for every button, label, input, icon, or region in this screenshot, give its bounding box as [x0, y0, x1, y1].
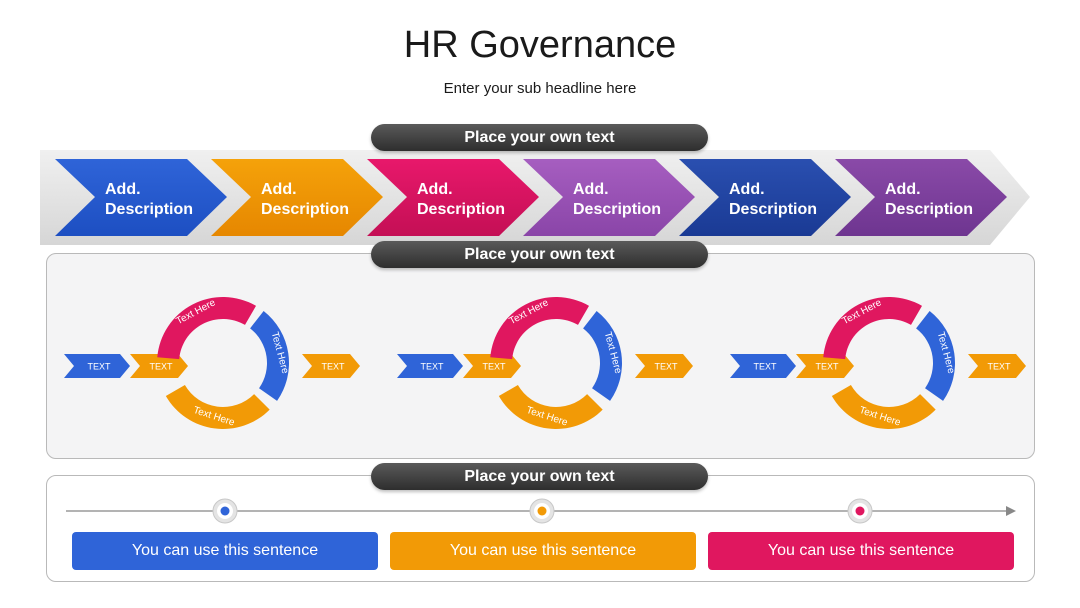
cycle-output — [302, 354, 360, 378]
section-pill-2: Place your own text — [371, 241, 708, 268]
cycle-input-1-label: TEXT — [420, 362, 444, 372]
chevron-step-description: Description — [261, 201, 349, 218]
chevron-process: Add. Description Add. Description Add. Descri… — [40, 150, 1030, 245]
chevron-step-2 — [211, 159, 383, 236]
chevron-step-label: Add. — [729, 181, 765, 198]
page-subtitle: Enter your sub headline here — [443, 80, 637, 97]
chevron-step-description: Description — [573, 201, 661, 218]
chevron-step-label: Add. — [261, 181, 297, 198]
chevron-step-6 — [835, 159, 1007, 236]
timeline-marker-dot — [537, 506, 547, 516]
cycle-input-2-label: TEXT — [149, 362, 173, 372]
timeline-sentence-3: You can use this sentence — [708, 532, 1014, 570]
chevron-step-3 — [367, 159, 539, 236]
cycle-input-1-label: TEXT — [753, 362, 777, 372]
chevron-step-4 — [523, 159, 695, 236]
cycle-input-1 — [397, 354, 463, 378]
cycle-segment-right — [916, 310, 955, 401]
cycle-segment-right — [250, 310, 289, 401]
cycle-output-label: TEXT — [987, 362, 1011, 372]
cycle-segment-top — [157, 297, 256, 360]
cycle-output-label: TEXT — [654, 362, 678, 372]
timeline-sentence-2: You can use this sentence — [390, 532, 696, 570]
cycle-input-2 — [796, 354, 854, 378]
cycle-segment-bottom — [165, 385, 270, 429]
cycle-segment-bottom — [831, 385, 936, 429]
cycle-input-1-label: TEXT — [87, 362, 111, 372]
section-pill-1: Place your own text — [371, 124, 708, 151]
cycle-input-1 — [64, 354, 130, 378]
cycle-segment-top — [490, 297, 589, 360]
chevron-step-label: Add. — [573, 181, 609, 198]
cycle-input-2-label: TEXT — [482, 362, 506, 372]
page-title: HR Governance — [403, 24, 677, 66]
chevron-step-description: Description — [885, 201, 973, 218]
timeline-arrowhead-icon — [1006, 506, 1016, 516]
timeline-marker-dot — [220, 506, 230, 516]
timeline-sentence-1: You can use this sentence — [72, 532, 378, 570]
cycle-segment-bottom — [498, 385, 603, 429]
chevron-step-label: Add. — [417, 181, 453, 198]
chevron-step-5 — [679, 159, 851, 236]
chevron-step-label: Add. — [105, 181, 141, 198]
cycle-output — [968, 354, 1026, 378]
cycle-input-2-label: TEXT — [815, 362, 839, 372]
cycle-segment-top — [823, 297, 922, 360]
timeline-axis — [66, 498, 1016, 524]
chevron-step-1 — [55, 159, 227, 236]
timeline-marker-dot — [855, 506, 865, 516]
chevron-step-description: Description — [417, 201, 505, 218]
chevron-step-description: Description — [105, 201, 193, 218]
cycle-input-2 — [130, 354, 188, 378]
cycle-input-1 — [730, 354, 796, 378]
cycle-output-label: TEXT — [321, 362, 345, 372]
cycle-output — [635, 354, 693, 378]
chevron-step-description: Description — [729, 201, 817, 218]
chevron-step-label: Add. — [885, 181, 921, 198]
cycle-segment-right — [583, 310, 622, 401]
cycle-input-2 — [463, 354, 521, 378]
section-pill-3: Place your own text — [371, 463, 708, 490]
